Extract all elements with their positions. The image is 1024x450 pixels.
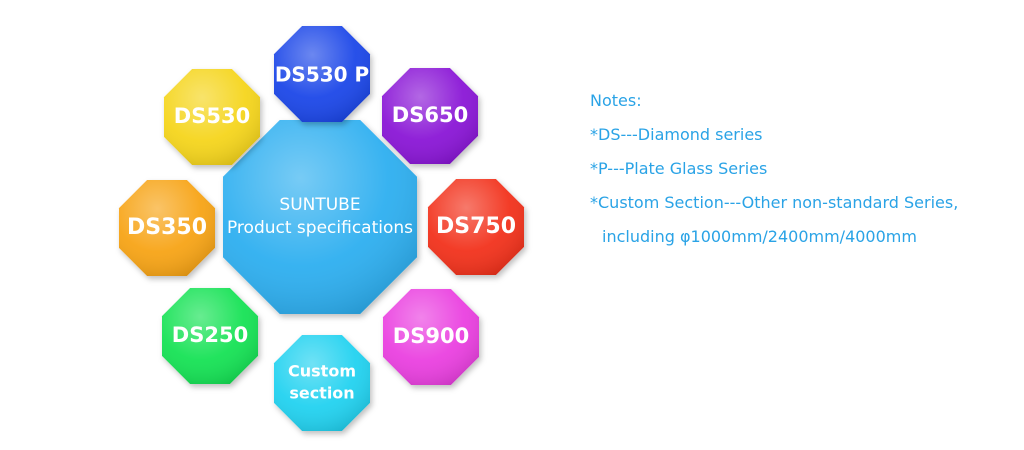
center-subtitle: Product specifications (227, 218, 413, 238)
note-line-custom: *Custom Section---Other non-standard Ser… (590, 193, 959, 212)
node-ds750: DS750 (428, 179, 524, 275)
center-title: SUNTUBE (279, 195, 360, 215)
node-ds530p-gloss (274, 26, 370, 122)
node-ds350-label: DS350 (127, 215, 207, 240)
node-ds750-gloss (428, 179, 524, 275)
node-ds250: DS250 (162, 288, 258, 384)
node-ds530: DS530 (164, 69, 260, 165)
node-ds750-label: DS750 (436, 214, 516, 239)
note-line-ds: *DS---Diamond series (590, 125, 763, 144)
node-ds650: DS650 (382, 68, 478, 164)
center-octagon: SUNTUBE Product specifications (223, 120, 417, 314)
node-ds530-label: DS530 (174, 104, 250, 128)
node-custom: Custom section (274, 335, 370, 431)
node-custom-gloss (274, 335, 370, 431)
node-ds900-label: DS900 (393, 324, 469, 348)
node-ds900-gloss (383, 289, 479, 385)
node-ds250-label: DS250 (172, 323, 248, 347)
note-line-sizes: including φ1000mm/2400mm/4000mm (602, 227, 917, 246)
note-line-p: *P---Plate Glass Series (590, 159, 768, 178)
notes-title: Notes: (590, 91, 642, 110)
node-custom-label: Custom (288, 362, 356, 381)
node-ds650-gloss (382, 68, 478, 164)
node-ds530p: DS530 P (274, 26, 370, 122)
node-ds530p-label: DS530 P (275, 63, 369, 87)
center-octagon-gloss (223, 120, 417, 314)
node-ds530-gloss (164, 69, 260, 165)
node-ds250-gloss (162, 288, 258, 384)
node-ds350: DS350 (119, 180, 215, 276)
node-ds900: DS900 (383, 289, 479, 385)
node-ds350-gloss (119, 180, 215, 276)
notes-panel: Notes: *DS---Diamond series *P---Plate G… (590, 84, 1020, 254)
node-ds650-label: DS650 (392, 103, 468, 127)
node-custom-label2: section (289, 384, 354, 403)
